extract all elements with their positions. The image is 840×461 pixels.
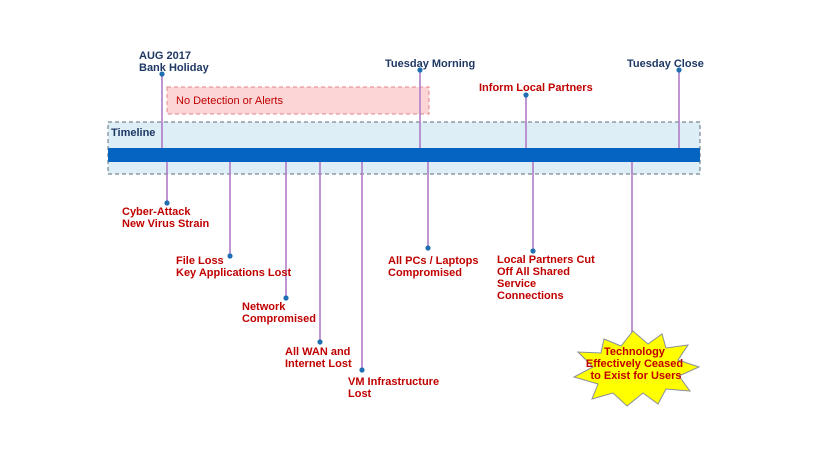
label-cyber-attack-line2: New Virus Strain (122, 218, 209, 230)
label-pcs-line2: Compromised (388, 267, 462, 279)
top-dots (159, 67, 682, 98)
label-network: Network Compromised (242, 301, 316, 325)
label-vm-line1: VM Infrastructure (348, 376, 439, 388)
label-inform-partners: Inform Local Partners (479, 82, 593, 94)
burst-text-line3: to Exist for Users (590, 370, 681, 382)
dot-pcs (425, 245, 431, 251)
burst-text-line2: Effectively Ceased (586, 358, 683, 370)
burst-shape (572, 330, 701, 407)
label-tuesday-morning: Tuesday Morning (385, 58, 475, 70)
bottom-dots (164, 200, 536, 373)
label-network-line1: Network (242, 301, 286, 313)
dot-tuesday-morning (417, 67, 423, 73)
dot-wan (317, 339, 323, 345)
label-wan: All WAN and Internet Lost (285, 346, 353, 370)
timeline-bar (108, 148, 700, 162)
label-vm: VM Infrastructure Lost (348, 376, 442, 400)
label-file-loss-line2: Key Applications Lost (176, 267, 291, 279)
dot-tuesday-close (676, 67, 682, 73)
label-partners-cut-line1: Local Partners Cut (497, 254, 595, 266)
label-wan-line1: All WAN and (285, 346, 350, 358)
dot-inform-partners (523, 92, 529, 98)
bottom-connectors (166, 162, 633, 370)
label-inform-partners-line1: Inform Local Partners (479, 82, 593, 94)
label-pcs: All PCs / Laptops Compromised (388, 255, 482, 279)
label-pcs-line1: All PCs / Laptops (388, 255, 478, 267)
timeline-band-label: Timeline (111, 127, 155, 139)
label-bank-holiday-line2: Bank Holiday (139, 62, 210, 74)
label-partners-cut: Local Partners Cut Off All Shared Servic… (497, 254, 598, 302)
label-tuesday-close: Tuesday Close (627, 58, 704, 70)
label-wan-line2: Internet Lost (285, 358, 352, 370)
dot-cyber-attack (164, 200, 170, 206)
dot-bank-holiday (159, 71, 165, 77)
label-partners-cut-line2: Off All Shared (497, 266, 570, 278)
label-vm-line2: Lost (348, 388, 372, 400)
dot-vm (359, 367, 365, 373)
label-cyber-attack-line1: Cyber-Attack (122, 206, 191, 218)
label-cyber-attack: Cyber-Attack New Virus Strain (122, 206, 209, 230)
label-tuesday-morning-line1: Tuesday Morning (385, 58, 475, 70)
dot-file-loss (227, 253, 233, 259)
top-connectors (161, 70, 680, 150)
label-partners-cut-line3: Service (497, 278, 536, 290)
no-detection-box (166, 86, 430, 115)
label-file-loss-line1: File Loss (176, 255, 224, 267)
label-bank-holiday-line1: AUG 2017 (139, 50, 191, 62)
label-file-loss: File Loss Key Applications Lost (176, 255, 291, 279)
label-network-line2: Compromised (242, 313, 316, 325)
burst-text: Technology Effectively Ceased to Exist f… (586, 346, 686, 382)
label-partners-cut-line4: Connections (497, 290, 564, 302)
label-tuesday-close-line1: Tuesday Close (627, 58, 704, 70)
dot-partners-cut (530, 248, 536, 254)
no-detection-label: No Detection or Alerts (176, 95, 283, 107)
dot-network (283, 295, 289, 301)
label-bank-holiday: AUG 2017 Bank Holiday (139, 50, 210, 74)
burst-text-line1: Technology (604, 346, 666, 358)
